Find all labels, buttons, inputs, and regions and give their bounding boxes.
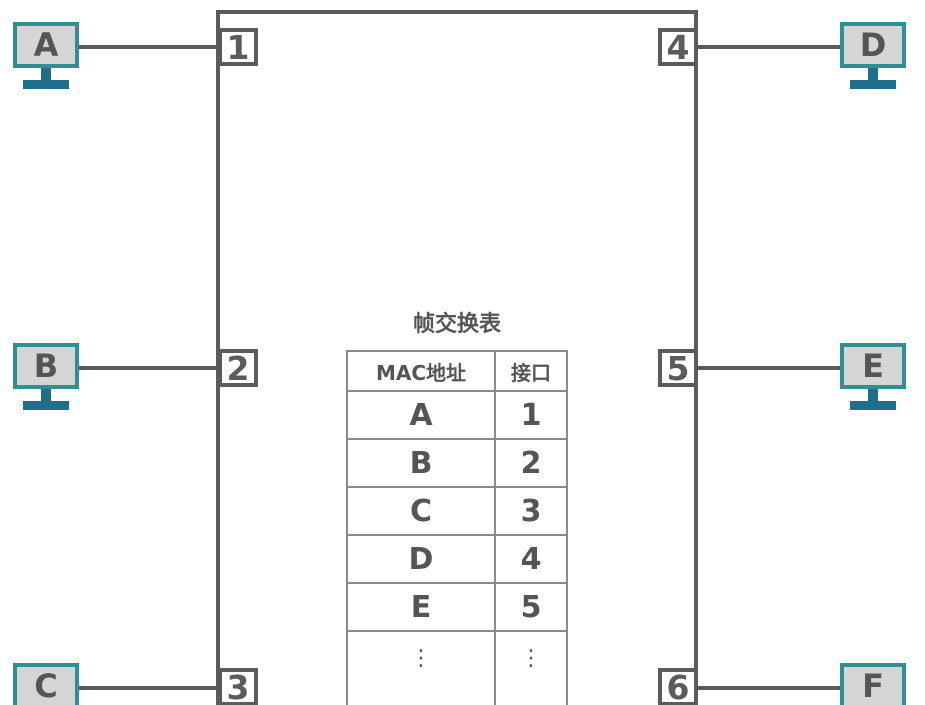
port-2: 2 [218,349,258,387]
monitor-icon: C [13,663,79,705]
host-e: E [840,343,906,413]
link-c-3 [78,686,218,690]
table-row: E 5 [346,582,568,632]
monitor-base [23,401,69,410]
port-5: 5 [658,349,698,387]
cell-port: 1 [494,390,568,440]
host-c: C [13,663,79,705]
host-b: B [13,343,79,413]
table-row: C 3 [346,486,568,536]
table-row: B 2 [346,438,568,488]
monitor-icon: D [840,22,906,68]
cell-port: 2 [494,438,568,488]
port-3: 3 [218,668,258,705]
table-row-ellipsis: ⋮ ⋮ [346,630,568,705]
cell-port: 4 [494,534,568,584]
mac-table: MAC地址 接口 A 1 B 2 C 3 D 4 E 5 ⋮ ⋮ [346,350,568,705]
monitor-stand [868,68,878,82]
monitor-icon: E [840,343,906,389]
host-a: A [13,22,79,92]
host-f: F [840,663,906,705]
monitor-icon: B [13,343,79,389]
cell-port: 3 [494,486,568,536]
cell-mac: D [346,534,496,584]
monitor-base [850,401,896,410]
header-port: 接口 [494,350,568,392]
link-b-2 [78,366,218,370]
table-title: 帧交换表 [412,312,501,337]
monitor-icon: A [13,22,79,68]
link-e-5 [698,366,842,370]
cell-mac: E [346,582,496,632]
host-d: D [840,22,906,92]
link-f-6 [698,686,842,690]
link-a-1 [78,45,218,49]
monitor-stand [868,389,878,403]
port-6: 6 [658,668,698,705]
table-row: A 1 [346,390,568,440]
table-header-row: MAC地址 接口 [346,350,568,392]
monitor-base [23,80,69,89]
cell-mac: C [346,486,496,536]
monitor-stand [41,389,51,403]
link-d-4 [698,45,842,49]
monitor-stand [41,68,51,82]
table-row: D 4 [346,534,568,584]
monitor-base [850,80,896,89]
header-mac: MAC地址 [346,350,496,392]
port-1: 1 [218,28,258,66]
monitor-icon: F [840,663,906,705]
port-4: 4 [658,28,698,66]
cell-mac: B [346,438,496,488]
cell-mac: A [346,390,496,440]
cell-port: 5 [494,582,568,632]
cell-mac-ellipsis: ⋮ [346,630,496,705]
cell-port-ellipsis: ⋮ [494,630,568,705]
